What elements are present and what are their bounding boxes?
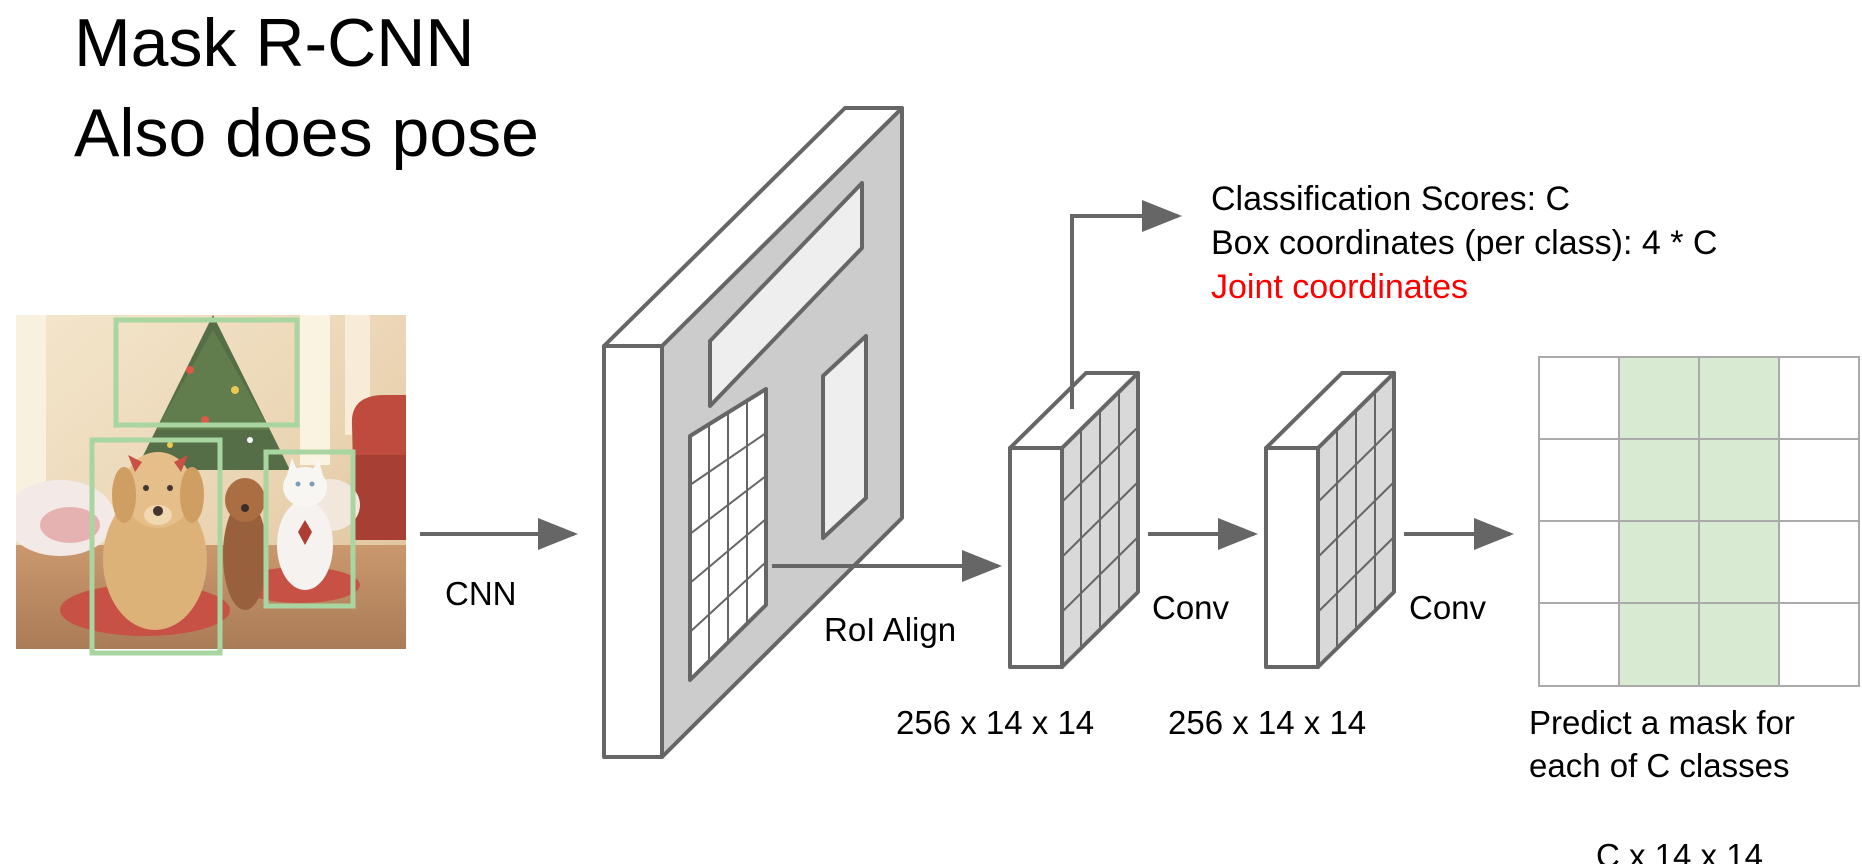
- bbox-golden-retriever: [89, 437, 223, 656]
- arrow-to-outputs: [1070, 200, 1182, 409]
- dims-label-2: 256 x 14 x 14: [1168, 704, 1367, 741]
- title-line-1: Mask R-CNN: [74, 5, 475, 81]
- mask-grid: [1538, 356, 1860, 687]
- roi-grid-region: [688, 387, 768, 682]
- dims-label-1: 256 x 14 x 14: [896, 704, 1095, 741]
- feature-map: [602, 106, 904, 759]
- conv-label-1: Conv: [1152, 589, 1230, 626]
- title-line-2: Also does pose: [74, 95, 539, 171]
- classification-scores-label: Classification Scores: C: [1211, 180, 1571, 218]
- conv-label-2: Conv: [1409, 589, 1487, 626]
- joint-coordinates-label: Joint coordinates: [1211, 268, 1469, 306]
- roi-feature-box: [1008, 371, 1140, 669]
- input-photo: [16, 315, 406, 649]
- mask-dims-label: C x 14 x 14: [1596, 837, 1763, 864]
- region-right: [821, 334, 868, 540]
- bbox-tree: [113, 317, 300, 428]
- mask-desc-line-1: Predict a mask for: [1529, 704, 1795, 741]
- box-coordinates-label: Box coordinates (per class): 4 * C: [1211, 224, 1718, 262]
- detection-boxes: [89, 317, 356, 656]
- roi-align-label: RoI Align: [824, 611, 957, 648]
- region-top: [708, 181, 864, 408]
- cnn-label: CNN: [445, 575, 517, 612]
- mask-desc-line-2: each of C classes: [1529, 747, 1790, 784]
- bbox-cat: [263, 449, 356, 609]
- conv-feature-box: [1264, 371, 1396, 669]
